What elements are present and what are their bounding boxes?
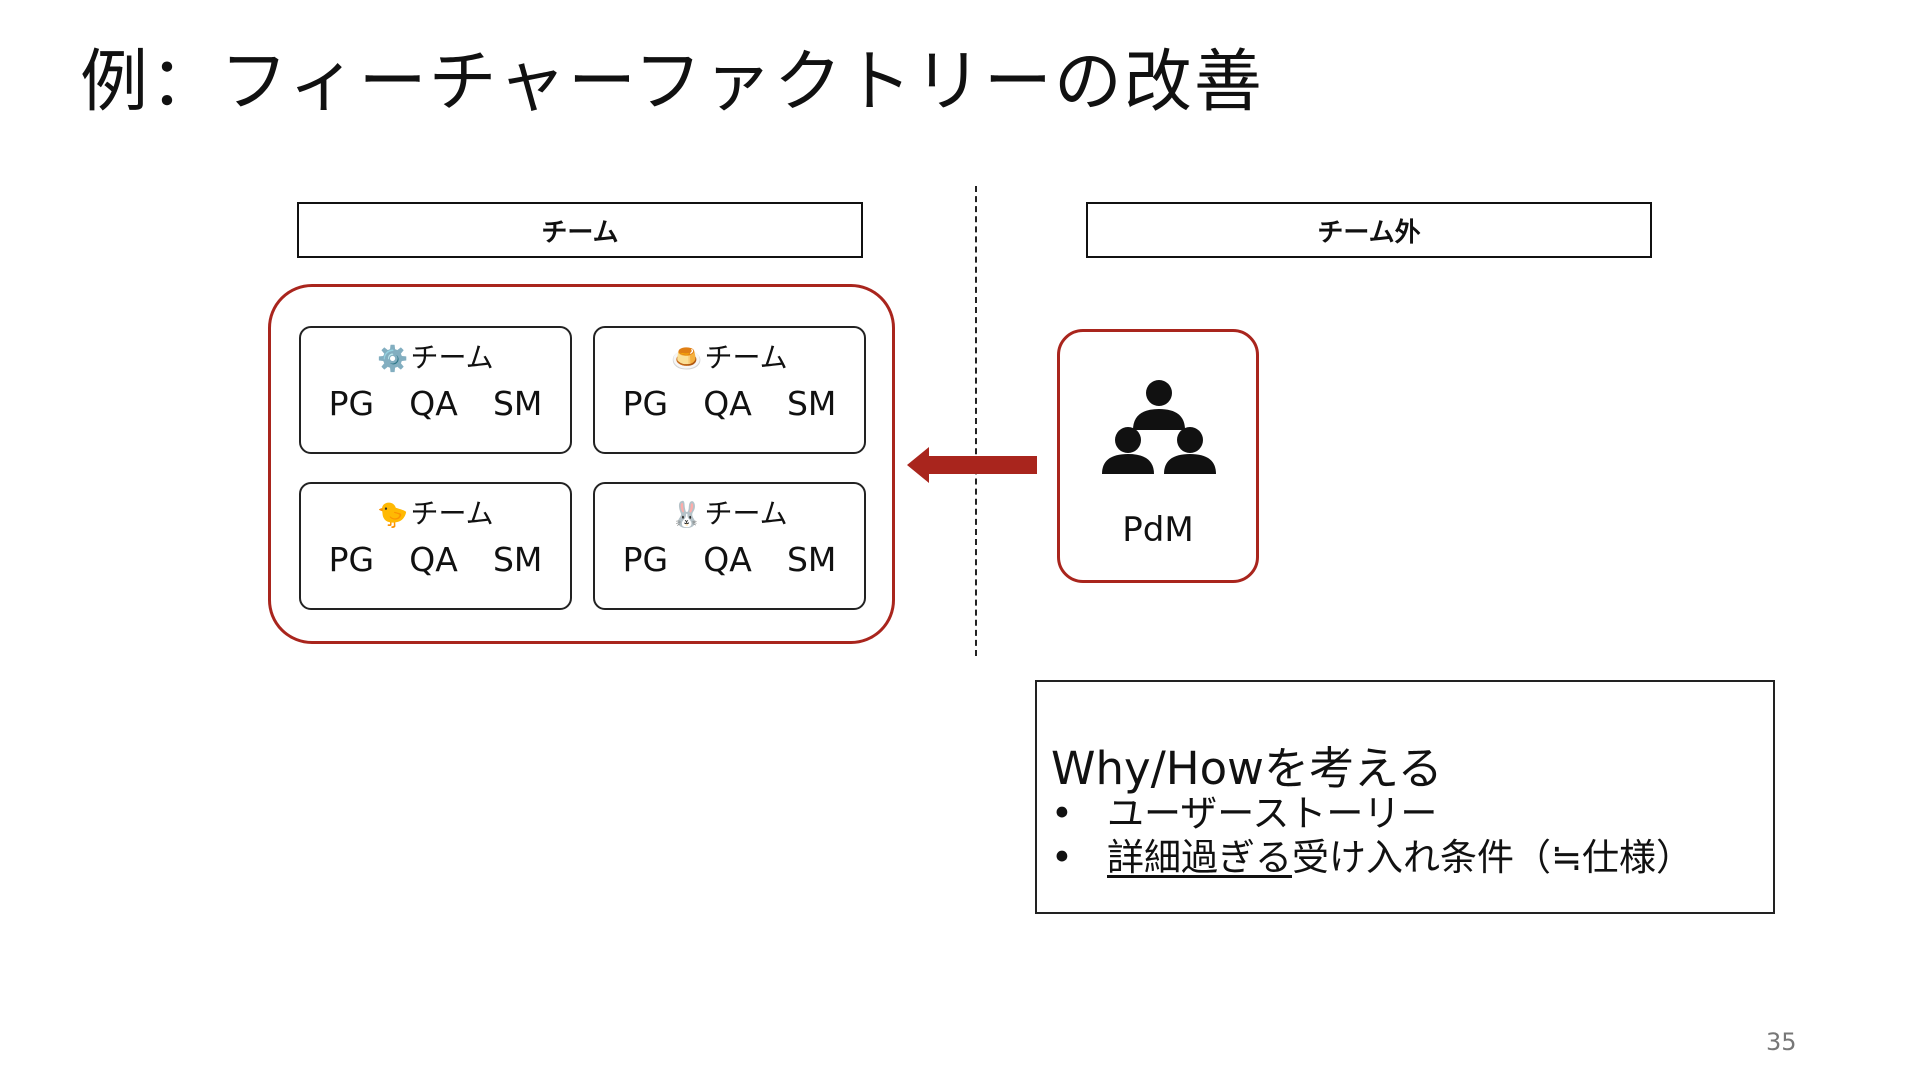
bullet-icon: • <box>1051 836 1073 879</box>
list-item: •詳細過ぎる受け入れ条件（≒仕様） <box>1051 836 1694 879</box>
team-roles: PG QA SM <box>301 540 570 579</box>
people-group-icon <box>1102 380 1216 474</box>
bullet-icon: • <box>1051 792 1073 835</box>
slide-title: 例：フィーチャーファクトリーの改善 <box>80 43 1264 122</box>
team-roles: PG QA SM <box>595 384 864 423</box>
role-qa: QA <box>703 540 752 579</box>
team-card-chick: 🐤チーム PG QA SM <box>299 482 572 610</box>
dashed-divider <box>975 186 977 656</box>
team-container: ⚙️チーム PG QA SM 🍮チーム PG QA SM 🐤チーム PG QA … <box>268 284 895 644</box>
role-pg: PG <box>328 540 375 579</box>
outside-team-section-header: チーム外 <box>1086 202 1652 258</box>
team-card-pudding: 🍮チーム PG QA SM <box>593 326 866 454</box>
team-name: 🐤チーム <box>377 497 494 530</box>
role-sm: SM <box>492 384 543 423</box>
team-name: 🐰チーム <box>671 497 788 530</box>
role-qa: QA <box>409 540 458 579</box>
rabbit-icon: 🐰 <box>671 500 703 529</box>
chick-icon: 🐤 <box>377 500 409 529</box>
info-heading: Why/Howを考える <box>1051 742 1443 795</box>
role-qa: QA <box>703 384 752 423</box>
team-section-header: チーム <box>297 202 863 258</box>
gear-icon: ⚙️ <box>377 344 409 373</box>
list-item: •ユーザーストーリー <box>1051 792 1438 835</box>
team-name: 🍮チーム <box>671 341 788 374</box>
role-pg: PG <box>328 384 375 423</box>
role-pg: PG <box>622 384 669 423</box>
role-sm: SM <box>786 540 837 579</box>
team-card-gear: ⚙️チーム PG QA SM <box>299 326 572 454</box>
pdm-box: PdM <box>1057 329 1259 583</box>
left-arrow-icon <box>907 447 1037 483</box>
page-number: 35 <box>1766 1028 1797 1056</box>
pdm-label: PdM <box>1122 510 1194 550</box>
team-card-rabbit: 🐰チーム PG QA SM <box>593 482 866 610</box>
team-name: ⚙️チーム <box>377 341 494 374</box>
team-roles: PG QA SM <box>301 384 570 423</box>
info-list: •ユーザーストーリー •詳細過ぎる受け入れ条件（≒仕様） <box>1051 792 1693 880</box>
role-qa: QA <box>409 384 458 423</box>
underlined-text: 詳細過ぎる <box>1107 836 1292 879</box>
role-sm: SM <box>492 540 543 579</box>
team-roles: PG QA SM <box>595 540 864 579</box>
role-pg: PG <box>622 540 669 579</box>
pudding-icon: 🍮 <box>671 344 703 373</box>
info-box: Why/Howを考える •ユーザーストーリー •詳細過ぎる受け入れ条件（≒仕様） <box>1035 680 1775 914</box>
role-sm: SM <box>786 384 837 423</box>
